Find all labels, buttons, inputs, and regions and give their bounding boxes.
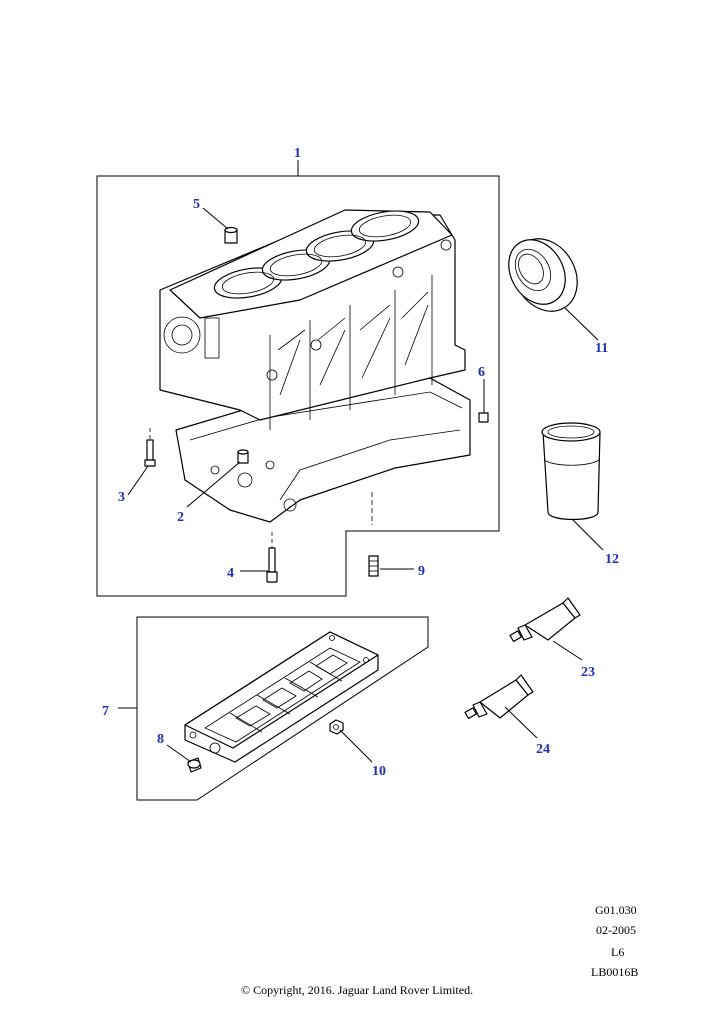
callout-10: 10 [372,764,386,779]
callout-8: 8 [157,732,164,747]
plug-part-6 [478,379,489,423]
sealant-tube-part-23 [509,597,583,661]
reference-code: G01.030 [595,903,637,917]
callout-9: 9 [418,564,425,579]
ladder-frame [184,631,379,763]
bolt-part-3 [127,428,156,496]
stud-part-9 [368,555,414,577]
crankshaft-seal-part-11 [508,238,599,341]
group-7-frame [118,616,429,801]
nut-part-10 [329,719,373,763]
screw-part-8 [166,744,202,773]
callout-2: 2 [177,510,184,525]
callout-3: 3 [118,490,125,505]
group-1-frame [96,160,500,597]
callout-1: 1 [294,146,301,161]
dowel-part-2 [186,449,249,508]
callout-7: 7 [102,704,109,719]
dowel-part-5 [202,207,238,244]
date-code: 02-2005 [596,923,636,937]
callout-24: 24 [536,742,550,757]
illustration-code: LB0016B [591,965,639,979]
model-code: L6 [611,945,625,959]
callouts: 1 2 3 4 5 6 7 8 9 10 11 12 23 24 [102,146,619,779]
copyright-notice: © Copyright, 2016. Jaguar Land Rover Lim… [241,983,474,997]
cylinder-block [159,209,471,525]
callout-4: 4 [227,566,234,581]
cylinder-liner-part-12 [541,422,604,551]
callout-23: 23 [581,665,595,680]
callout-6: 6 [478,365,485,380]
callout-11: 11 [595,341,608,356]
callout-12: 12 [605,552,619,567]
bolt-part-4 [240,532,278,583]
sealant-tube-part-24 [464,674,538,739]
callout-5: 5 [193,197,200,212]
